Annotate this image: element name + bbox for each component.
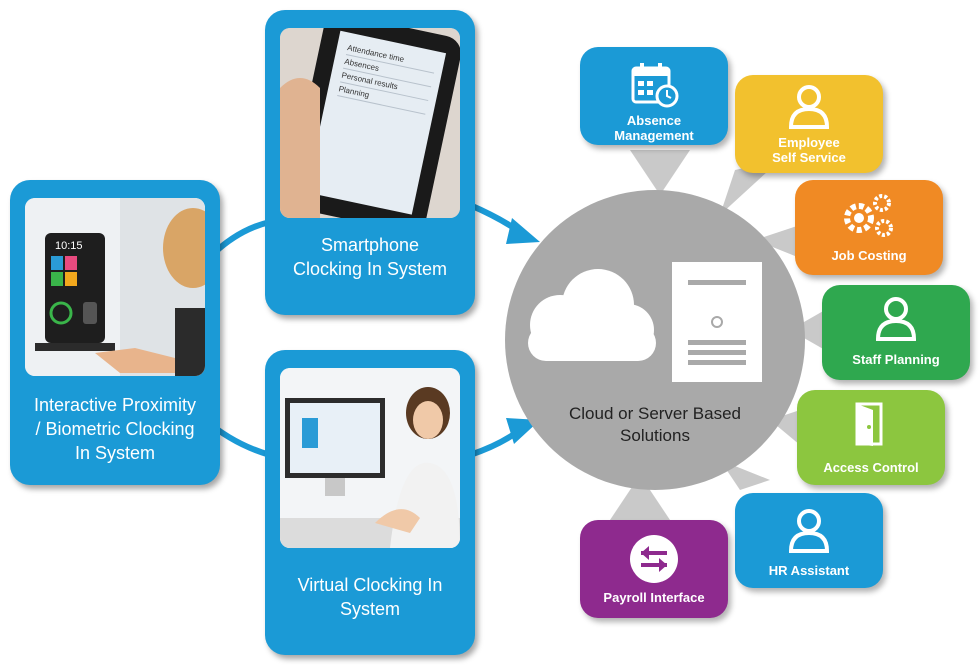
module-hr-assistant-label: HR Assistant: [735, 563, 883, 578]
module-label-line1: Access Control: [823, 460, 919, 475]
smartphone-photo: Attendance time Absences Personal result…: [280, 28, 460, 218]
door-icon: [855, 402, 883, 446]
virtual-clocking-panel: Virtual Clocking In System: [265, 350, 475, 655]
biometric-terminal-photo: 10:15: [25, 198, 205, 376]
module-staff-planning: Staff Planning: [822, 285, 970, 380]
office-illustration: [280, 368, 460, 548]
person-icon: [788, 85, 830, 129]
module-hr-assistant: HR Assistant: [735, 493, 883, 588]
center-label-line1: Cloud or Server Based: [569, 404, 741, 423]
module-absence-label: Absence Management: [580, 113, 728, 143]
person-icon: [788, 509, 830, 553]
module-payroll-label: Payroll Interface: [580, 590, 728, 605]
module-label-line2: Management: [614, 128, 694, 143]
module-staff-planning-label: Staff Planning: [822, 352, 970, 367]
module-label-line1: Absence: [626, 113, 682, 128]
phone-illustration: [280, 28, 460, 218]
module-label-line1: HR Assistant: [768, 563, 850, 578]
module-job-costing-label: Job Costing: [795, 248, 943, 263]
module-label-line2: Self Service: [772, 150, 846, 165]
module-label-line1: Payroll Interface: [603, 590, 705, 605]
virtual-clocking-label: Virtual Clocking In System: [265, 573, 475, 621]
module-job-costing: Job Costing: [795, 180, 943, 275]
smartphone-clocking-label: Smartphone Clocking In System: [265, 233, 475, 281]
module-employee-label: Employee Self Service: [735, 135, 883, 165]
module-payroll-interface: Payroll Interface: [580, 520, 728, 618]
calendar-icon: [631, 63, 679, 108]
terminal-illustration: [25, 198, 205, 376]
center-label-line2: Solutions: [620, 426, 690, 445]
smartphone-label-line2: Clocking In System: [292, 259, 448, 279]
virtual-label-line2: System: [339, 599, 400, 619]
module-label-line1: Employee: [778, 135, 840, 150]
module-employee-self-service: Employee Self Service: [735, 75, 883, 173]
smartphone-label-line1: Smartphone: [320, 235, 420, 255]
virtual-label-line1: Virtual Clocking In: [297, 575, 443, 595]
biometric-clocking-panel: 10:15 Interactive Proximity / Biometric …: [10, 180, 220, 485]
biometric-label-line2: / Biometric Clocking: [35, 419, 195, 439]
module-label-line1: Job Costing: [831, 248, 907, 263]
biometric-label-line3: In System: [74, 443, 156, 463]
biometric-label-line1: Interactive Proximity: [33, 395, 197, 415]
module-access-control-label: Access Control: [797, 460, 945, 475]
module-label-line1: Staff Planning: [852, 352, 940, 367]
exchange-icon: [630, 535, 678, 583]
smartphone-clocking-panel: Attendance time Absences Personal result…: [265, 10, 475, 315]
virtual-clocking-photo: [280, 368, 460, 548]
terminal-time: 10:15: [55, 240, 83, 252]
center-label: Cloud or Server Based Solutions: [540, 403, 770, 447]
module-access-control: Access Control: [797, 390, 945, 485]
module-absence-management: Absence Management: [580, 47, 728, 145]
person-icon: [875, 297, 917, 341]
arrowhead-top: [506, 218, 540, 244]
gears-icon: [844, 194, 893, 237]
biometric-clocking-label: Interactive Proximity / Biometric Clocki…: [10, 393, 220, 465]
